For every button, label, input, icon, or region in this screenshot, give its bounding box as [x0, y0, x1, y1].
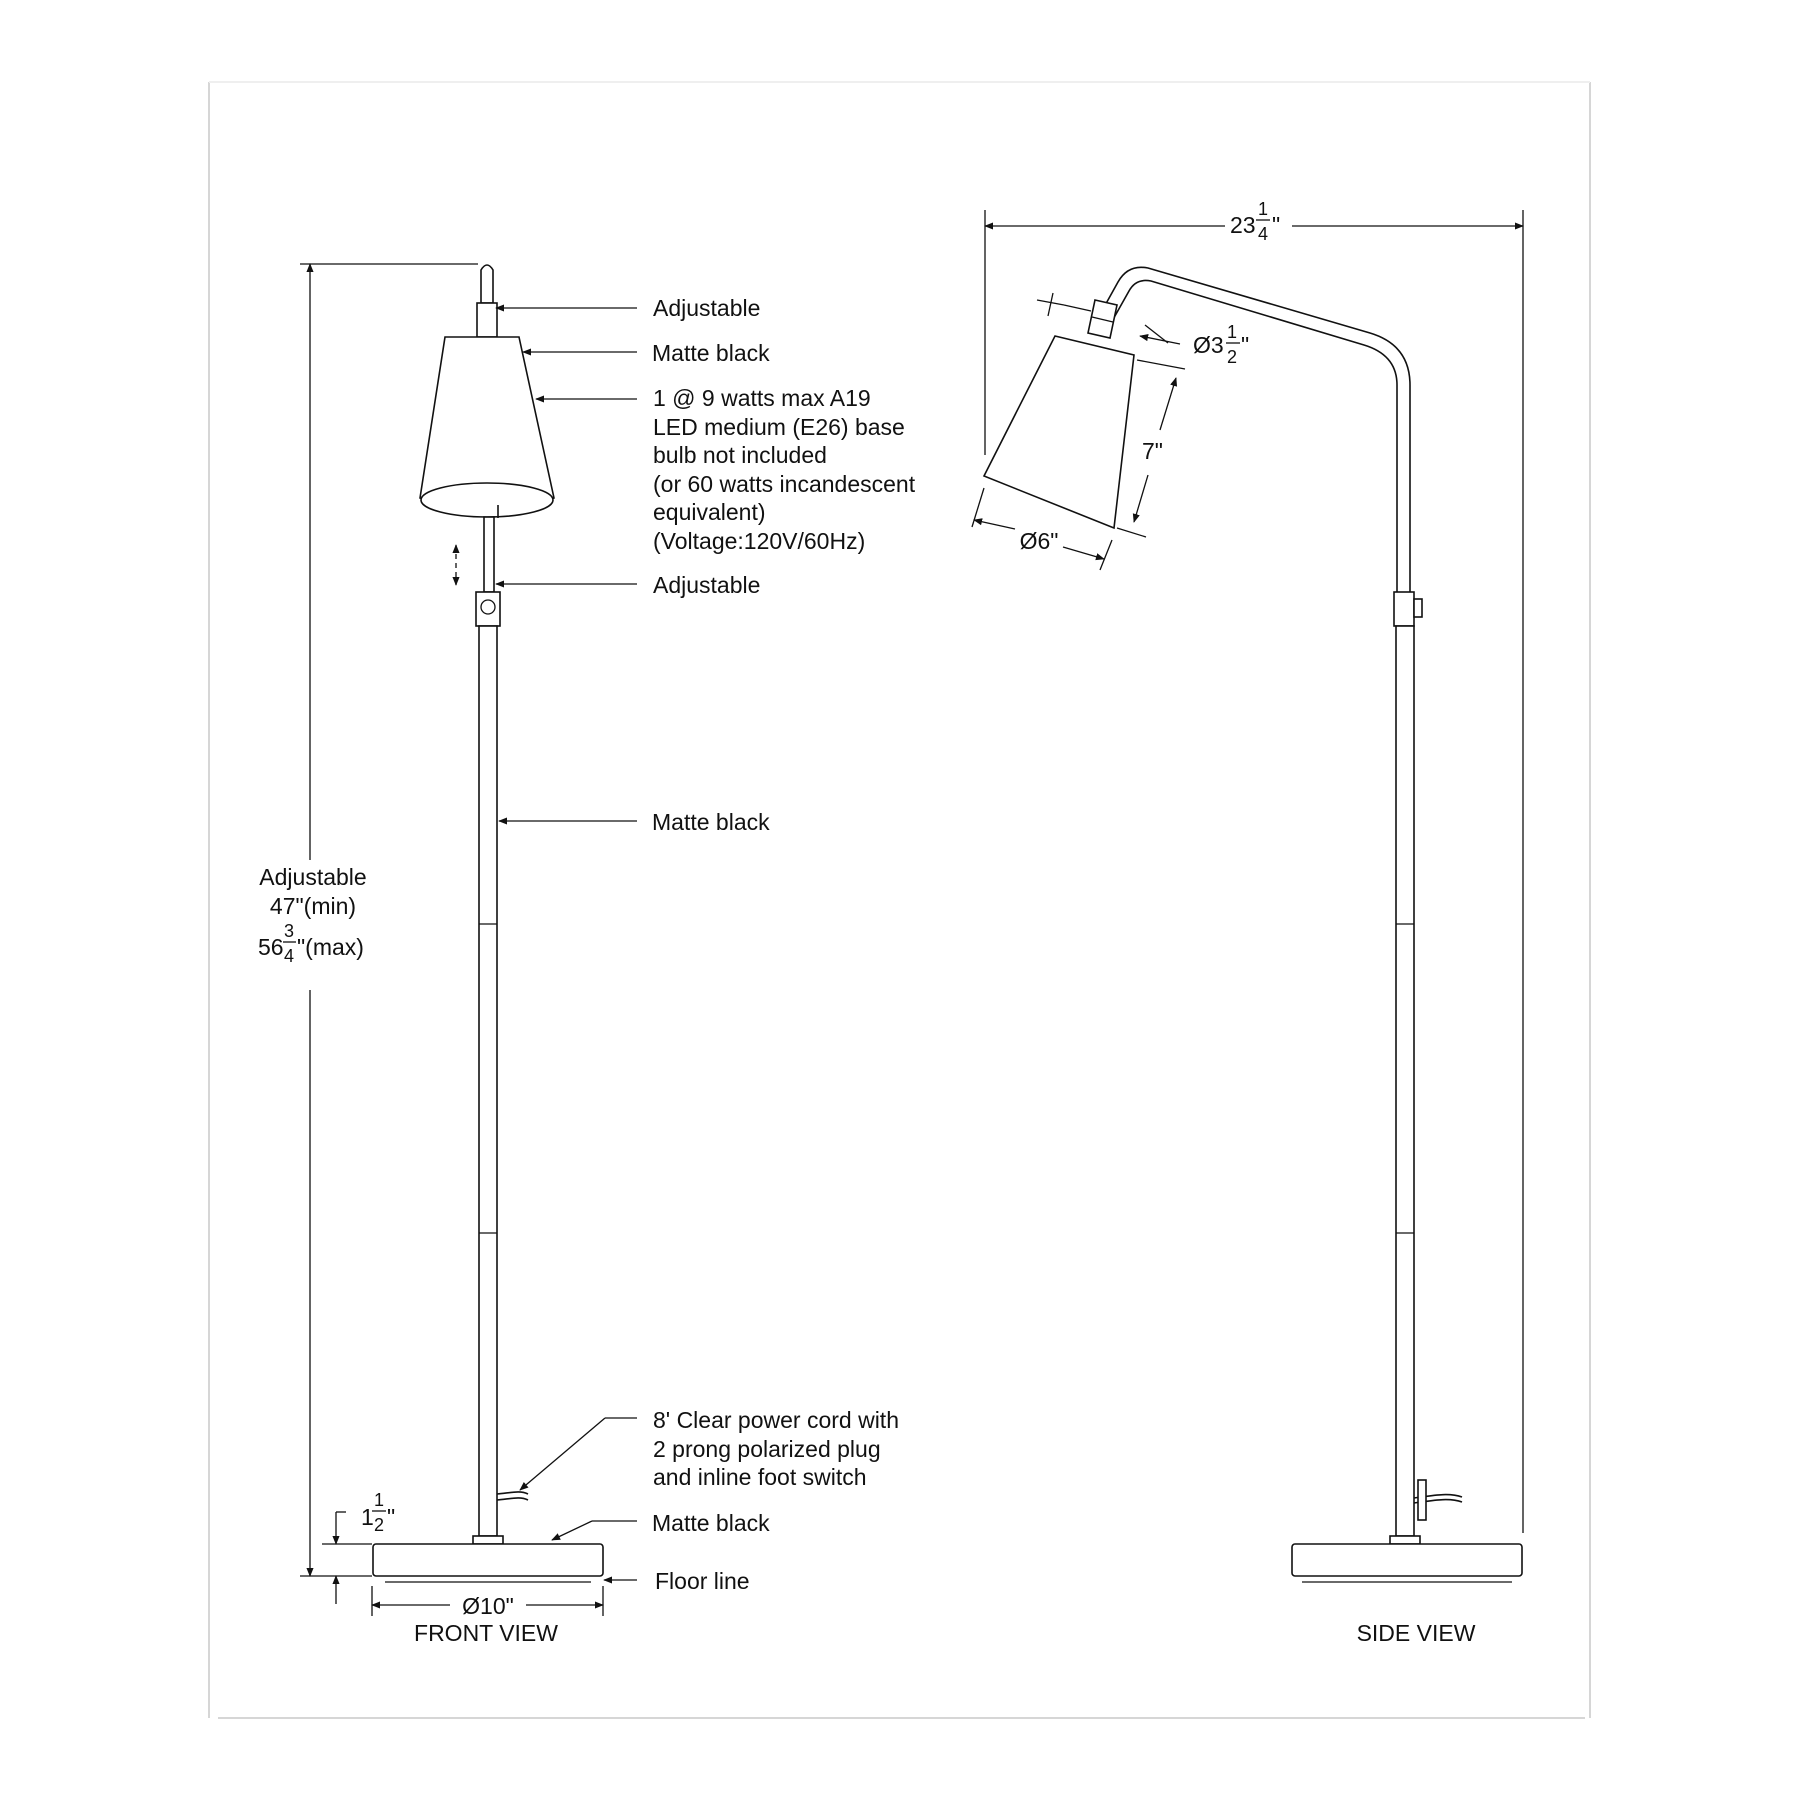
- base-height-numerator: 1: [374, 1490, 384, 1510]
- base-height-suffix: ": [387, 1504, 395, 1530]
- side-base: [1291, 1543, 1523, 1577]
- callout-height-adjustable: Adjustable: [653, 572, 760, 598]
- height-max-denominator: 4: [284, 946, 294, 966]
- side-view: 23 1 4 " Ø3 1 2 " 7": [971, 199, 1524, 1646]
- base-diameter: Ø10": [462, 1593, 514, 1619]
- shade-top-prefix: Ø3: [1193, 332, 1224, 358]
- height-max-whole: 56: [258, 934, 284, 960]
- width-whole: 23: [1230, 212, 1256, 238]
- front-callouts: Adjustable Matte black 1 @ 9 watts max A…: [495, 295, 916, 1594]
- base-height-dimension: 1 1 2 ": [322, 1490, 395, 1604]
- width-numerator: 1: [1258, 199, 1268, 219]
- callout-shade-finish: Matte black: [652, 340, 770, 366]
- callout-floor-line: Floor line: [655, 1568, 750, 1594]
- callout-cord-line-3: and inline foot switch: [653, 1464, 867, 1490]
- shade-height-dimension: 7": [1116, 359, 1186, 538]
- callout-cord-line-2: 2 prong polarized plug: [653, 1436, 881, 1462]
- side-base-collar: [1389, 1535, 1421, 1545]
- base-height-whole: 1: [361, 1504, 374, 1530]
- callout-bulb-line-5: equivalent): [653, 499, 766, 525]
- front-upper-rod: [483, 516, 495, 593]
- base-diameter-dimension: Ø10": [371, 1586, 604, 1619]
- front-power-cord: [496, 1491, 529, 1495]
- callout-bulb-line-3: bulb not included: [653, 442, 827, 468]
- callout-base-finish: Matte black: [652, 1510, 770, 1536]
- shade-top-suffix: ": [1241, 332, 1249, 358]
- callout-top-adjustable: Adjustable: [653, 295, 760, 321]
- height-max-numerator: 3: [284, 921, 294, 941]
- front-pole: [478, 625, 498, 1537]
- front-height-knob: [475, 591, 501, 627]
- overall-width-dimension: 23 1 4 ": [984, 199, 1524, 1533]
- base-height-denominator: 2: [374, 1515, 384, 1535]
- callout-bulb-line-6: (Voltage:120V/60Hz): [653, 528, 865, 554]
- front-finial: [480, 264, 494, 304]
- front-knob-screw: [480, 599, 496, 615]
- callout-bulb-line-1: 1 @ 9 watts max A19: [653, 385, 871, 411]
- side-knob-screw: [1413, 598, 1423, 618]
- shade-bottom-diameter-dimension: Ø6": [971, 487, 1113, 571]
- callout-pole-finish: Matte black: [652, 809, 770, 835]
- height-max-suffix: "(max): [297, 934, 364, 960]
- width-suffix: ": [1272, 212, 1280, 238]
- side-pole: [1395, 625, 1415, 1537]
- shade-height: 7": [1142, 438, 1163, 464]
- front-finial-collar: [476, 302, 498, 338]
- shade-bottom-diameter: Ø6": [1020, 528, 1059, 554]
- side-lamp: [982, 266, 1523, 1583]
- side-shade: [982, 335, 1135, 530]
- callout-bulb-line-2: LED medium (E26) base: [653, 414, 905, 440]
- sheet-frame: [208, 81, 1591, 1719]
- shade-top-numerator: 1: [1227, 322, 1237, 342]
- callout-cord-line-1: 8' Clear power cord with: [653, 1407, 899, 1433]
- callout-bulb-line-4: (or 60 watts incandescent: [653, 471, 916, 497]
- front-shade-opening: [420, 482, 554, 518]
- front-view-title: FRONT VIEW: [414, 1620, 558, 1646]
- shade-top-denominator: 2: [1227, 347, 1237, 367]
- side-arm: [1097, 266, 1411, 592]
- front-lamp: [372, 264, 604, 1583]
- shade-top-diameter-dimension: Ø3 1 2 ": [1036, 292, 1249, 367]
- front-base: [372, 1543, 604, 1577]
- side-view-title: SIDE VIEW: [1357, 1620, 1476, 1646]
- front-base-collar: [472, 1535, 504, 1545]
- height-label: Adjustable: [259, 864, 366, 890]
- width-denominator: 4: [1258, 224, 1268, 244]
- side-height-knob: [1393, 591, 1415, 627]
- height-min: 47"(min): [270, 893, 356, 919]
- front-view: Adjustable 47"(min) 56 3 4 "(max) 1 1 2 …: [258, 263, 916, 1646]
